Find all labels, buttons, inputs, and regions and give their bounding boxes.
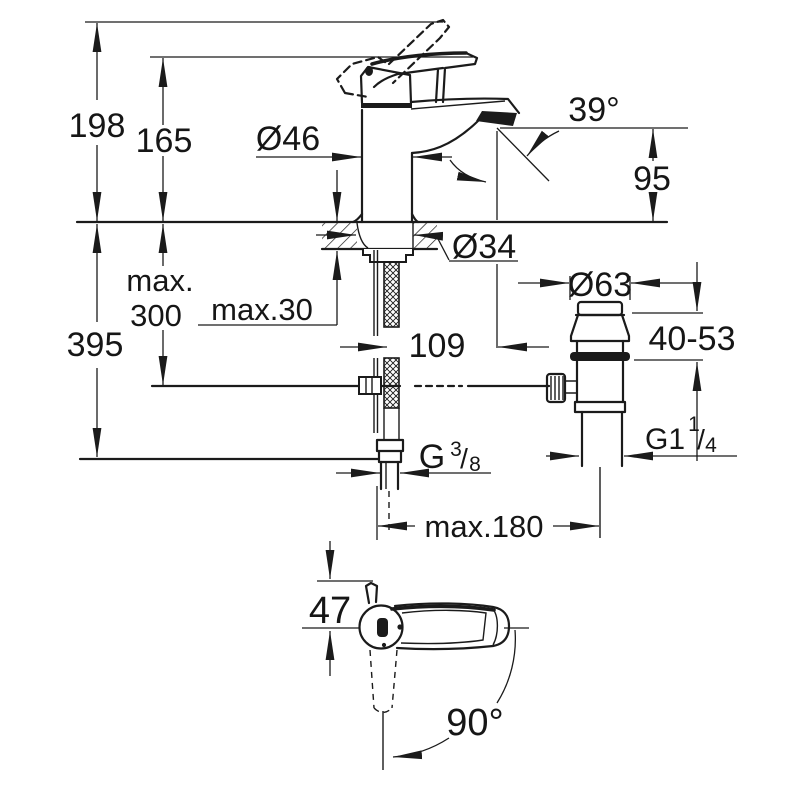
- spout-top-outline: [409, 97, 521, 115]
- knob-mark: [377, 618, 388, 637]
- label-body-diameter: Ø46: [256, 120, 320, 158]
- label-supply-thread-g: G: [419, 438, 445, 476]
- arc-90-lower: [392, 737, 450, 760]
- deck-hatch-left: [322, 223, 357, 249]
- knob-dot-1: [397, 624, 403, 630]
- label-total-depth: 395: [67, 326, 124, 364]
- ext-lines-d63: [569, 276, 631, 300]
- label-waste-thread-slash: /: [697, 424, 705, 455]
- handle-tab-topview: [364, 581, 379, 605]
- angle-39-arc: [526, 130, 560, 157]
- spout-angle-diagonal: [496, 127, 550, 182]
- hose-lower-tube: [383, 408, 400, 440]
- dimension-labels: 198 165 Ø46 39° 95 Ø34 max. 300 max.30 3…: [67, 91, 736, 744]
- threaded-shank: [383, 261, 400, 328]
- label-height-to-handle: 165: [136, 122, 193, 160]
- waste-rod-stem: [565, 380, 577, 394]
- waste-flange: [569, 313, 631, 343]
- label-handle-width: 47: [309, 590, 351, 632]
- waste-neck: [575, 339, 625, 354]
- top-view-handle: [358, 581, 511, 770]
- label-hole-diameter: Ø34: [452, 228, 516, 266]
- handle-joint: [365, 66, 373, 76]
- label-rod-max-value: 300: [130, 298, 182, 333]
- label-supply-thread-num: 3: [450, 438, 462, 461]
- supply-tube: [379, 460, 400, 491]
- handle-raised-dashed: [335, 18, 451, 99]
- label-spout-reach: 109: [409, 327, 466, 365]
- label-waste-thread-den: 4: [705, 434, 717, 457]
- lever-outline-topview: [393, 602, 511, 651]
- spout-top-inner-line: [410, 100, 506, 110]
- waste-knurled-knob: [545, 372, 567, 404]
- handle-lever-top: [370, 51, 468, 66]
- body-top-band: [361, 103, 412, 108]
- ref-lines-40-53: [632, 312, 703, 361]
- rod-coupling: [358, 376, 382, 395]
- lever-inner-topview: [400, 607, 499, 646]
- label-deck-thickness: max.30: [211, 292, 313, 327]
- ref-lines-47: [302, 580, 373, 629]
- spout-underside: [410, 119, 480, 155]
- label-overall-height: 198: [69, 107, 126, 145]
- flow-direction-arc: [449, 159, 487, 183]
- knob-dot-2: [381, 642, 387, 648]
- label-mounting-range: 40-53: [649, 320, 736, 358]
- popup-rod: [373, 250, 379, 433]
- supply-hose: [383, 357, 400, 409]
- lever-top-band-topview: [390, 604, 496, 612]
- body-projection-dashed: [369, 649, 398, 714]
- aerator-outlet: [476, 111, 517, 126]
- rod-coupling-detail: [365, 377, 373, 394]
- side-view-faucet: [75, 18, 669, 535]
- waste-tailpipe: [580, 410, 624, 468]
- dimension-lines: [85, 21, 737, 760]
- supply-nut: [375, 438, 405, 464]
- label-rod-max-word: max.: [126, 263, 193, 298]
- label-spout-angle: 39°: [568, 91, 619, 129]
- mounting-washer: [362, 249, 414, 263]
- deck-hole-edges: [356, 222, 414, 249]
- waste-locknut: [573, 400, 627, 414]
- label-outlet-height: 95: [633, 160, 671, 198]
- knob-knurling: [550, 376, 564, 400]
- label-supply-thread-slash: /: [460, 443, 468, 474]
- label-supply-thread-den: 8: [469, 453, 481, 476]
- dim-d34-leader-shelf: [436, 236, 518, 262]
- waste-body: [575, 359, 625, 404]
- dim-d34-right: [413, 231, 444, 241]
- waste-gasket: [570, 352, 630, 361]
- handle-lever-outline: [372, 51, 479, 104]
- label-swivel-angle: 90°: [446, 702, 503, 744]
- label-waste-thread-g: G1: [645, 423, 685, 456]
- label-waste-flange-diameter: Ø63: [568, 266, 632, 304]
- popup-waste-assembly: [545, 300, 631, 538]
- arc-90-upper: [496, 629, 517, 704]
- label-hose-spread: max.180: [425, 509, 544, 544]
- label-waste-thread-num: 1: [688, 413, 700, 436]
